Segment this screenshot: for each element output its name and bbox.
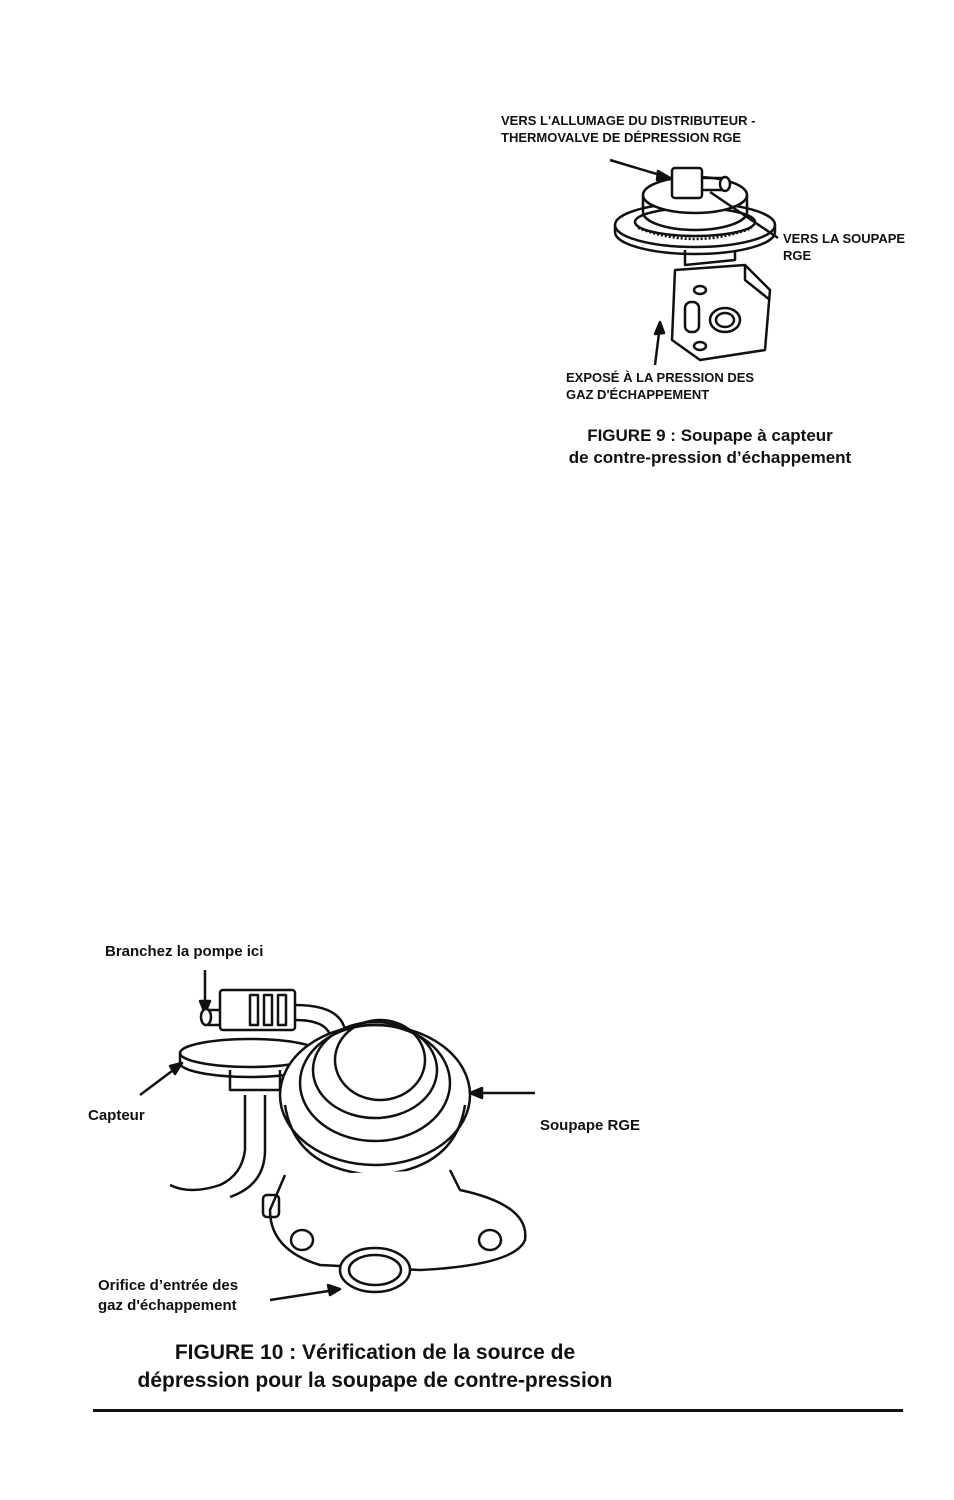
fig9-sensor-valve-drawing <box>609 158 779 366</box>
fig10-label-egr-valve: Soupape RGE <box>540 1117 641 1134</box>
fig10-caption: FIGURE 10 : Vérification de la source de… <box>137 1341 613 1392</box>
fig10-label-pump: Branchez la pompe ici <box>105 943 264 960</box>
fig9-label-top: VERS L'ALLUMAGE DU DISTRIBUTEUR -THERMOV… <box>501 113 756 145</box>
fig10-egr-valve-drawing <box>139 970 535 1302</box>
bottom-divider <box>93 1409 903 1412</box>
fig10-label-sensor: Capteur <box>88 1107 145 1124</box>
